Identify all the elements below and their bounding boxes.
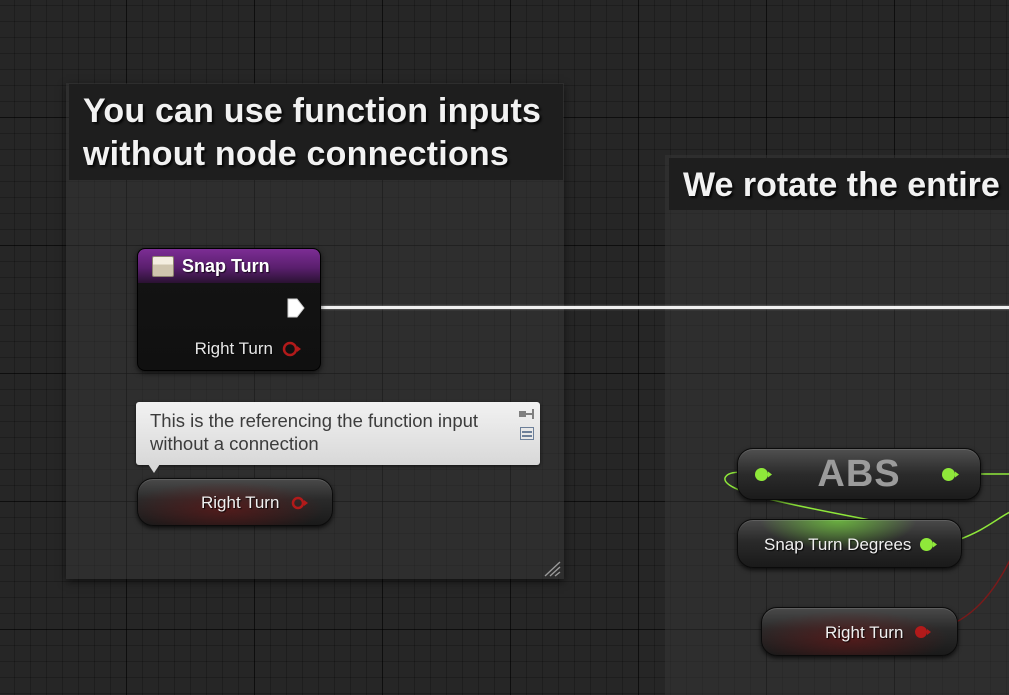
bool-out-pin-icon[interactable] [281, 338, 303, 360]
comment-bubble[interactable]: This is the referencing the function inp… [136, 402, 540, 465]
right-turn-getter-node[interactable]: Right Turn [137, 478, 333, 526]
comment-title-line2: without node connections [83, 135, 509, 173]
comment-title-line1: You can use function inputs [83, 92, 542, 130]
float-out-pin-icon[interactable] [941, 467, 960, 482]
right-turn-pin-label: Right Turn [194, 339, 273, 358]
expand-bubble-icon[interactable] [520, 427, 534, 440]
snap-turn-degrees-getter-node[interactable]: Snap Turn Degrees [737, 519, 962, 568]
snap-turn-degrees-label: Snap Turn Degrees [764, 535, 912, 554]
bool-pin-icon[interactable] [914, 625, 932, 639]
function-entry-node[interactable]: Snap Turn Right Turn [137, 248, 321, 371]
note-line2: without a connection [150, 433, 319, 454]
float-pin-icon[interactable] [919, 537, 938, 552]
comment-bubble-tail [148, 464, 160, 473]
function-entry-icon [152, 256, 174, 277]
exec-wire[interactable] [300, 306, 1009, 309]
abs-node[interactable]: ABS [737, 448, 981, 500]
resize-grip-icon[interactable] [543, 561, 561, 577]
pin-icon[interactable] [518, 408, 534, 420]
function-entry-title: Snap Turn [182, 256, 270, 276]
bool-pin-icon[interactable] [291, 496, 309, 510]
abs-label: ABS [817, 453, 901, 495]
right-turn-getter-node-2[interactable]: Right Turn [761, 607, 958, 656]
right-turn-getter-label-2: Right Turn [825, 623, 904, 642]
right-turn-getter-label: Right Turn [201, 493, 280, 512]
function-entry-header[interactable]: Snap Turn [138, 249, 320, 283]
note-line1: This is the referencing the function inp… [150, 410, 479, 431]
float-in-pin-icon[interactable] [754, 467, 773, 482]
comment-title-right[interactable]: We rotate the entire [669, 158, 1009, 210]
exec-out-pin-icon[interactable] [286, 297, 306, 319]
comment-title-left[interactable]: You can use function inputs without node… [69, 84, 563, 180]
